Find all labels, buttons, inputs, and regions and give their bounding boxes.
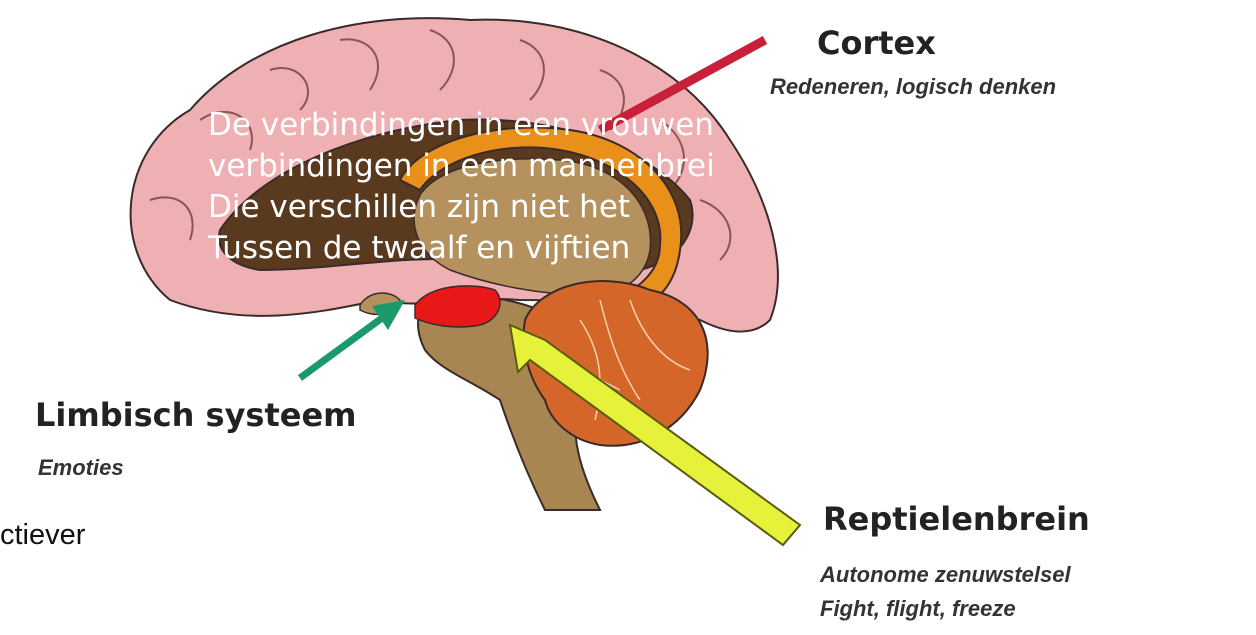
reptile-subtitle-1: Autonome zenuwstelsel [820,562,1071,588]
overlay-text-block: De verbindingen in een vrouwenbrein verb… [208,105,716,305]
background-text-fragment: ctiever [0,519,85,552]
overlay-line-1: De verbindingen in een vrouwenbrein [208,105,716,146]
reptile-subtitle-2: Fight, flight, freeze [820,596,1016,622]
overlay-line-3: Die verschillen zijn niet het [208,187,716,228]
cortex-title: Cortex [817,24,936,62]
limbic-subtitle: Emoties [38,455,124,481]
cortex-subtitle: Redeneren, logisch denken [770,74,1056,100]
limbic-title: Limbisch systeem [35,396,357,434]
reptile-title: Reptielenbrein [823,500,1090,538]
overlay-line-4: Tussen de twaalf en vijftien [208,228,716,269]
overlay-line-2: verbindingen in een mannenbrein [208,146,716,187]
